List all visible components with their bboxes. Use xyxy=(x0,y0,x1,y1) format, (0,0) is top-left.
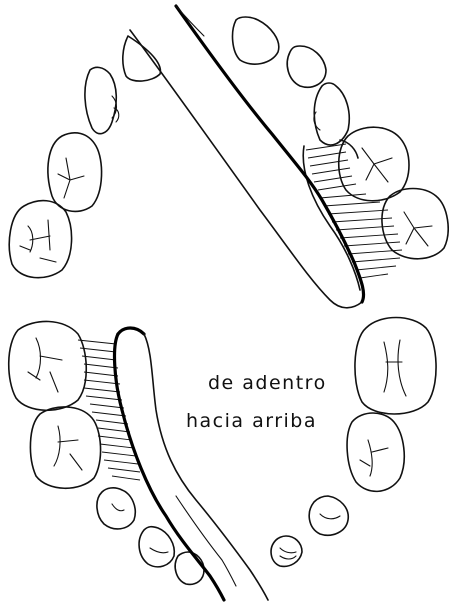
lower-brush-tip xyxy=(118,328,144,334)
upper-left-molar xyxy=(9,201,71,278)
upper-left-premolar-groove xyxy=(58,158,84,198)
upper-right-premolar-groove xyxy=(362,148,392,182)
lower-right-premolar-2 xyxy=(309,496,348,535)
lower-right-premolar-1 xyxy=(347,413,404,491)
annotation-line-2: hacia arriba xyxy=(186,410,317,432)
lower-left-canine xyxy=(139,527,174,567)
upper-right-molar xyxy=(382,189,448,259)
upper-left-molar-groove xyxy=(20,220,56,262)
lower-gingiva-hatching xyxy=(78,340,140,480)
lower-left-incisor xyxy=(175,552,204,584)
upper-arch xyxy=(9,6,448,308)
upper-brush-handle xyxy=(130,30,362,308)
upper-left-incisor xyxy=(123,36,161,81)
upper-right-molar-groove xyxy=(404,212,432,246)
upper-right-incisor-2 xyxy=(287,46,326,87)
lower-left-canine-mark xyxy=(150,548,168,553)
lower-right-canine-mark xyxy=(280,548,296,559)
lower-right-premolar-1-groove xyxy=(360,440,388,476)
upper-right-incisor-1 xyxy=(233,17,279,64)
lower-left-molar-groove xyxy=(28,338,62,392)
lower-right-molar-groove xyxy=(384,340,406,396)
lower-right-molar xyxy=(355,318,436,415)
upper-left-premolar xyxy=(48,133,102,212)
lower-left-premolar-1 xyxy=(30,407,100,488)
lower-right-canine xyxy=(271,536,302,566)
annotation-line-1: de adentro xyxy=(208,372,327,394)
upper-brush-edge xyxy=(176,6,204,36)
lower-left-premolar-2-mark xyxy=(112,504,124,511)
lower-left-molar xyxy=(9,321,87,410)
upper-right-canine xyxy=(314,83,349,145)
lower-left-premolar-1-groove xyxy=(54,426,82,470)
upper-left-canine xyxy=(85,67,116,133)
lower-right-premolar-2-mark xyxy=(320,514,340,519)
lower-arch xyxy=(9,318,436,601)
